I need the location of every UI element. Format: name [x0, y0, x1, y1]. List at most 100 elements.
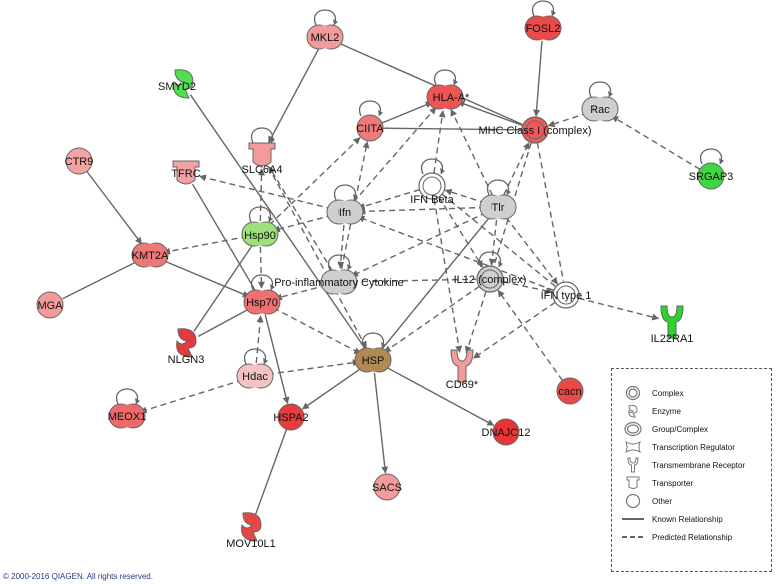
legend-label: Group/Complex [652, 424, 709, 434]
node-hsp[interactable]: HSP [354, 332, 392, 373]
edge-hsp-dnajc12 [384, 365, 495, 426]
legend-item-transmembrane-receptor: Transmembrane Receptor [620, 457, 745, 473]
edge-proinf-slc6a4 [268, 166, 333, 272]
edge-tlr-ifnbeta [444, 188, 486, 204]
legend-item-transcription-regulator: Transcription Regulator [620, 439, 735, 455]
node-hlaa[interactable]: HLA-A* [426, 69, 470, 110]
edge-srgap3-rac [611, 115, 701, 170]
node-il22ra1[interactable]: IL22RA1 [651, 305, 694, 345]
legend-label: Complex [652, 388, 684, 398]
node-sacs[interactable]: SACS [372, 473, 402, 501]
node-proinf[interactable]: Pro-inflammatory Cytokine [274, 254, 404, 295]
node-label: IL12 (complex) [454, 274, 527, 286]
node-ciita[interactable]: CIITA [356, 100, 384, 142]
edge-ciita-mhc [382, 127, 522, 131]
legend-item-transporter: Transporter [620, 475, 693, 491]
legend-item-group-complex: Group/Complex [620, 421, 708, 437]
node-label: IFN type 1 [541, 290, 592, 302]
node-fosl2[interactable]: FOSL2 [524, 0, 562, 41]
edge-slc6a4-hsp [267, 166, 367, 349]
legend-item-enzyme: Enzyme [620, 403, 681, 419]
node-label: Tlr [492, 202, 505, 214]
node-tlr[interactable]: Tlr [479, 179, 517, 220]
edge-hspa2-mov10l1 [255, 428, 288, 515]
node-srgap3[interactable]: SRGAP3 [689, 148, 734, 190]
node-smyd2[interactable]: SMYD2 [158, 69, 196, 99]
node-hsp70[interactable]: Hsp70 [243, 274, 281, 315]
edge-ifn-tfrc [198, 174, 333, 210]
node-label: FOSL2 [526, 23, 561, 35]
legend-box: Complex Enzyme Group/Complex Transcripti… [611, 368, 772, 572]
legend-label: Predicted Relationship [652, 532, 733, 542]
enzyme-icon [628, 405, 638, 418]
node-label: Ifn [339, 207, 351, 219]
node-label: CD69* [446, 379, 479, 391]
node-label: Pro-inflammatory Cytokine [274, 277, 404, 289]
node-label: IL22RA1 [651, 333, 694, 345]
node-mkl2[interactable]: MKL2 [306, 9, 344, 50]
node-label: DNAJC12 [482, 427, 531, 439]
edge-hsp-sacs [373, 372, 389, 474]
node-cacn[interactable]: cacn [556, 377, 584, 405]
edge-il12-hsp [383, 285, 480, 353]
node-label: HSPA2 [273, 412, 308, 424]
node-hsp90[interactable]: Hsp90 [241, 206, 279, 247]
node-label: cacn [558, 386, 581, 398]
edge-mkl2-mhc [336, 41, 523, 125]
legend-label: Known Relationship [652, 514, 723, 524]
node-mga[interactable]: MGA [36, 291, 64, 319]
node-label: KMT2A [132, 250, 169, 262]
node-cd69[interactable]: CD69* [446, 349, 479, 391]
node-label: SLC6A4 [242, 164, 283, 176]
node-tfrc[interactable]: TFRC [171, 160, 201, 185]
node-dnajc12[interactable]: DNAJC12 [482, 418, 531, 446]
node-label: SRGAP3 [689, 171, 734, 183]
node-ctr9[interactable]: CTR9 [65, 147, 94, 175]
node-meox1[interactable]: MEOX1 [108, 388, 147, 429]
legend-label: Transcription Regulator [652, 442, 735, 452]
node-mhc[interactable]: MHC Class I (complex) [478, 116, 592, 144]
node-slc6a4[interactable]: SLC6A4 [242, 127, 283, 176]
edge-ifn-hlaa [353, 107, 437, 203]
node-mov10l1[interactable]: MOV10L1 [226, 512, 276, 550]
node-ifntype1[interactable]: IFN type 1 [541, 281, 592, 309]
edges-layer [62, 40, 701, 515]
edge-ifntype1-cd69 [472, 301, 556, 359]
node-label: MKL2 [311, 32, 340, 44]
node-hdac[interactable]: Hdac [236, 348, 274, 389]
node-il12[interactable]: IL12 (complex) [454, 251, 527, 293]
edge-tfrc-hsp70 [191, 183, 256, 291]
edge-hsp90-kmt2a [163, 235, 248, 255]
node-rac[interactable]: Rac [581, 81, 619, 122]
edge-hdac-meox1 [139, 379, 243, 414]
edge-ifn-proinf [337, 224, 345, 269]
node-label: Rac [590, 104, 610, 116]
node-label: MGA [37, 300, 63, 312]
edge-smyd2-hsp [189, 94, 366, 349]
node-kmt2a[interactable]: KMT2A [131, 242, 169, 268]
node-label: IFN Beta [410, 194, 454, 206]
edge-il12-ifntype1 [502, 280, 553, 295]
other-icon [625, 493, 641, 509]
dashed-line-icon [622, 536, 644, 538]
node-hspa2[interactable]: HSPA2 [273, 403, 309, 431]
node-label: CTR9 [65, 156, 94, 168]
legend-item-predicted-relationship: Predicted Relationship [620, 529, 732, 545]
node-nlgn3[interactable]: NLGN3 [168, 328, 205, 366]
transcription-regulator-icon [625, 440, 641, 454]
edge-kmt2a-mga [62, 260, 139, 300]
edge-hsp90-nlgn3 [193, 244, 254, 332]
edge-hsp90-slc6a4 [257, 168, 265, 222]
edge-kmt2a-hsp70 [161, 259, 250, 298]
legend-label: Transporter [652, 478, 694, 488]
node-label: MEOX1 [108, 411, 147, 423]
node-ifn[interactable]: Ifn [326, 184, 364, 225]
edge-fosl2-mhc [533, 40, 543, 117]
node-label: HSP [362, 355, 385, 367]
edge-ifntype1-il22ra1 [578, 297, 660, 321]
edge-tlr-il12 [488, 219, 498, 266]
edge-ciita-hlaa [381, 101, 433, 124]
node-ifnbeta[interactable]: IFN Beta [410, 158, 455, 206]
legend-item-known-relationship: Known Relationship [620, 511, 723, 527]
edge-il12-cd69 [464, 291, 487, 354]
